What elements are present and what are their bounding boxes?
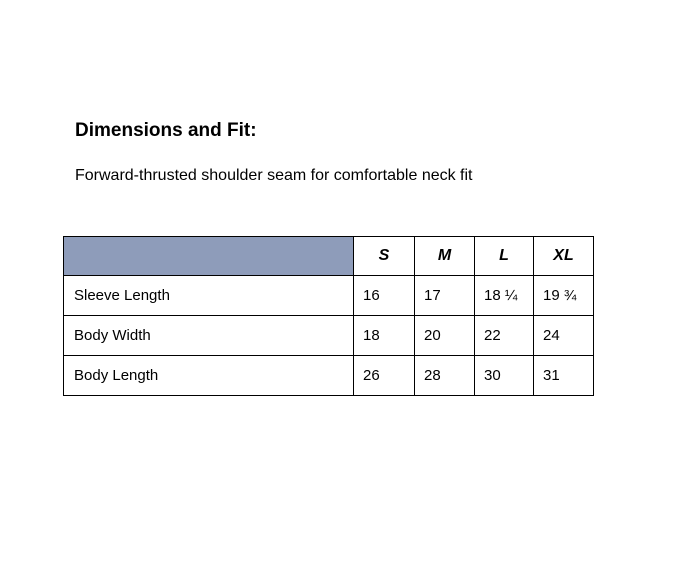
- table-header-size-l: L: [474, 236, 534, 276]
- row-label: Sleeve Length: [63, 275, 354, 316]
- section-subtitle: Forward-thrusted shoulder seam for comfo…: [75, 167, 473, 184]
- row-label: Body Length: [63, 355, 354, 396]
- row-label: Body Width: [63, 315, 354, 356]
- table-cell: 20: [414, 315, 475, 356]
- section-title: Dimensions and Fit:: [75, 120, 257, 141]
- size-chart-table: S M L XL Sleeve Length 16 17 18 ¼ 19 ¾ B…: [63, 236, 594, 396]
- table-cell: 18: [353, 315, 415, 356]
- table-cell: 24: [533, 315, 594, 356]
- table-cell: 17: [414, 275, 475, 316]
- table-row-body-width: Body Width 18 20 22 24: [63, 315, 594, 356]
- table-row-body-length: Body Length 26 28 30 31: [63, 355, 594, 396]
- table-cell: 31: [533, 355, 594, 396]
- table-cell: 30: [474, 355, 534, 396]
- table-cell: 19 ¾: [533, 275, 594, 316]
- table-row-sleeve-length: Sleeve Length 16 17 18 ¼ 19 ¾: [63, 275, 594, 316]
- table-header-size-xl: XL: [533, 236, 594, 276]
- table-header-spacer: [63, 236, 354, 276]
- table-cell: 22: [474, 315, 534, 356]
- table-cell: 28: [414, 355, 475, 396]
- table-cell: 16: [353, 275, 415, 316]
- table-header-size-m: M: [414, 236, 475, 276]
- table-cell: 18 ¼: [474, 275, 534, 316]
- table-cell: 26: [353, 355, 415, 396]
- table-header-row: S M L XL: [63, 236, 594, 276]
- table-header-size-s: S: [353, 236, 415, 276]
